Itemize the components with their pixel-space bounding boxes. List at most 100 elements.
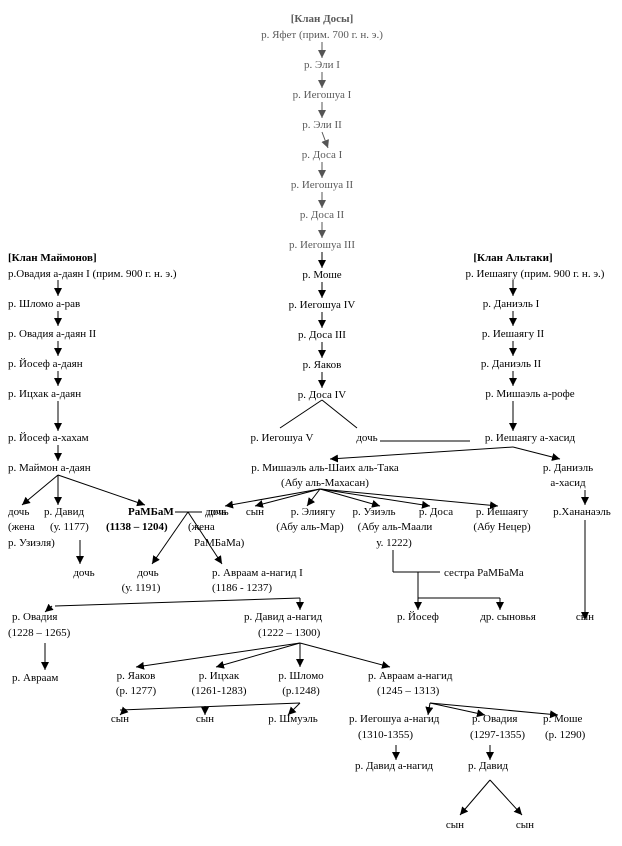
arrow-mishael-syn [254,488,321,508]
clan-maimon-title: [Клан Маймонов] [8,252,97,264]
mishael-child-dosa: р. Доса [419,506,453,518]
maimon-child-zhena-rambam-b: РаМБаМа) [194,537,245,549]
arrow-mishael-dosa [319,488,431,509]
maimon-child-zhena-rambam-a: (жена [188,521,215,533]
dosa-dosa1: р. Доса I [302,149,343,161]
arrow-mishael-eliyahu [306,488,321,507]
maimon-child-rambam: РаМБаМ [128,506,174,518]
mishael-child-eliyahu: р. Элиягу [291,506,336,518]
dosa-yeh3: р. Иегошуа III [289,239,355,251]
dosa-daughter: дочь [356,432,377,444]
later-son2: сын [516,819,534,831]
arrow-shlomo-shmuel [287,702,301,716]
uziel-child-yosef: р. Йосеф [397,611,439,623]
line-avraam1-split [54,597,301,607]
mishael-child-yeshayahu: р. Иешаягу [476,506,529,518]
mishael-child-yeshayahu-alias: (Абу Нецер) [473,521,531,533]
mishael-child-syn: сын [246,506,264,518]
arrow-avraam2-moshe [429,702,559,719]
altaki-yeshayahu1: р. Иешаягу (прим. 900 г. н. э.) [466,268,605,280]
rambam-line-avraam-dates: (1186 - 1237) [212,582,272,594]
line-dosa4-daughter [321,399,358,429]
dosa-dosa3: р. Доса III [298,329,346,341]
avraam2-child-moshe-dates: (р. 1290) [545,729,586,741]
avraam2-child-yeh-dates: (1310-1355) [358,729,413,741]
shlomo-child-shmuel: р. Шмуэль [268,713,318,725]
daniel-hasid-line2: а-хасид [550,477,586,489]
line-shlomo-split [119,702,301,711]
avraam1-child-ovadia: р. Овадия [12,611,57,623]
arrow-shlomo-son1 [119,706,129,716]
altaki-yeshayahu-hasid: р. Иешаягу а-хасид [485,432,576,444]
arrow-david-son2 [489,779,523,816]
daniel-hasid-line1: р. Даниэль [543,462,593,474]
mishael-child-uziel-alias: (Абу аль-Маали [358,521,433,533]
avraam1-child-david: р. Давид а-нагид [244,611,323,623]
david-child-avraam-dates: (1245 – 1313) [377,685,440,697]
dosa-moshe: р. Моше [302,269,341,281]
shlomo-child-son2: сын [196,713,214,725]
dosa-yeh2: р. Иегошуа II [291,179,354,191]
david-child-yaakov: р. Яаков [117,670,156,682]
daniel-hasid-hananel: р.Хананаэль [553,506,611,518]
mishael-child-eliyahu-alias: (Абу аль-Мар) [276,521,344,533]
mishael-alias: (Абу аль-Махасан) [281,477,369,489]
avraam1-child-avraam: р. Авраам [12,672,58,684]
arrow-david-avraam [299,642,391,669]
arrow-david-yaakov [135,642,301,670]
arrow-avraam2-ovadia [429,702,486,718]
line-dosa4-yeh5 [279,399,323,429]
rambam-line-doch: дочь [137,567,158,579]
arrow-hasid-mishael [329,446,514,463]
maimon-shlomo: р. Шломо а-рав [8,298,80,310]
david-child-shlomo-dates: (р.1248) [282,685,320,697]
later-david: р. Давид [468,760,508,772]
maimon-ovadia2: р. Овадия а-даян II [8,328,97,340]
dosa-eli1: р. Эли I [304,59,340,71]
david-child-itzhak-dates: (1261-1283) [192,685,247,697]
arrow-avraam1-ovadia [44,603,54,613]
maimon-child-david-dates: (у. 1177) [50,521,89,533]
altaki-mishael: р. Мишаэль а-рофе [485,388,574,400]
arrow-david-son1 [459,779,491,816]
avraam2-child-yeh: р. Иегошуа а-нагид [349,713,440,725]
maimon-child-doch-b: дочь [205,506,226,518]
arrow-rambam-avraam [187,511,223,565]
shlomo-child-son1: сын [111,713,129,725]
altaki-daniel1: р. Даниэль I [483,298,540,310]
maimon-child-doch-a: дочь [8,506,29,518]
maimon-ovadia1: р.Овадия а-даян I (прим. 900 г. н. э.) [8,268,177,280]
maimon-child-zhena-b: р. Узиэля) [8,537,55,549]
daniel-hasid-son: сын [576,611,594,623]
david-child-shlomo: р. Шломо [278,670,324,682]
maimon-yosef1: р. Йосеф а-даян [8,358,83,370]
mishael-name: р. Мишаэль аль-Шаих аль-Така [251,462,399,474]
arrow-mishael-uziel [319,488,381,508]
dosa-yafet: р. Яфет (прим. 700 г. н. э.) [261,29,383,41]
clan-dosa-title: [Клан Досы] [291,13,354,25]
avraam1-child-ovadia-dates: (1228 – 1265) [8,627,71,639]
dosa-yeh1: р. Иегошуа I [293,89,352,101]
dosa-yeh5: р. Иегошуа V [251,432,314,444]
clan-altaki-title: [Клан Альтаки] [473,252,552,264]
david-child-itzhak: р. Ицхак [199,670,240,682]
maimon-yosef2: р. Йосеф а-хахам [8,432,89,444]
arrow-mishael-yesh [319,488,499,510]
mishael-child-doch: дочь [207,506,228,518]
avraam1-child-david-dates: (1222 – 1300) [258,627,321,639]
maimon-itzhak: р. Ицхак а-даян [8,388,81,400]
maimon-maimon: р. Маймон а-даян [8,462,91,474]
altaki-clan: [Клан Альтаки] р. Иешаягу (прим. 900 г. … [207,252,611,623]
david-child-avraam: р. Авраам а-нагид [368,670,453,682]
uziel-child-sister: сестра РаМБаМа [444,567,524,579]
altaki-yeshayahu2: р. Иешаягу II [482,328,545,340]
dosa-dosa4: р. Доса IV [298,389,347,401]
uziel-child-other: др. сыновья [480,611,536,623]
later-david-nagid: р. Давид а-нагид [355,760,434,772]
avraam2-child-ovadia: р. Овадия [472,713,517,725]
mishael-child-uziel: р. Узиэль [352,506,395,518]
avraam2-child-ovadia-dates: (1297-1355) [470,729,525,741]
arrow-dosa-3 [321,131,329,149]
arrow-hasid-daniel [512,446,561,461]
